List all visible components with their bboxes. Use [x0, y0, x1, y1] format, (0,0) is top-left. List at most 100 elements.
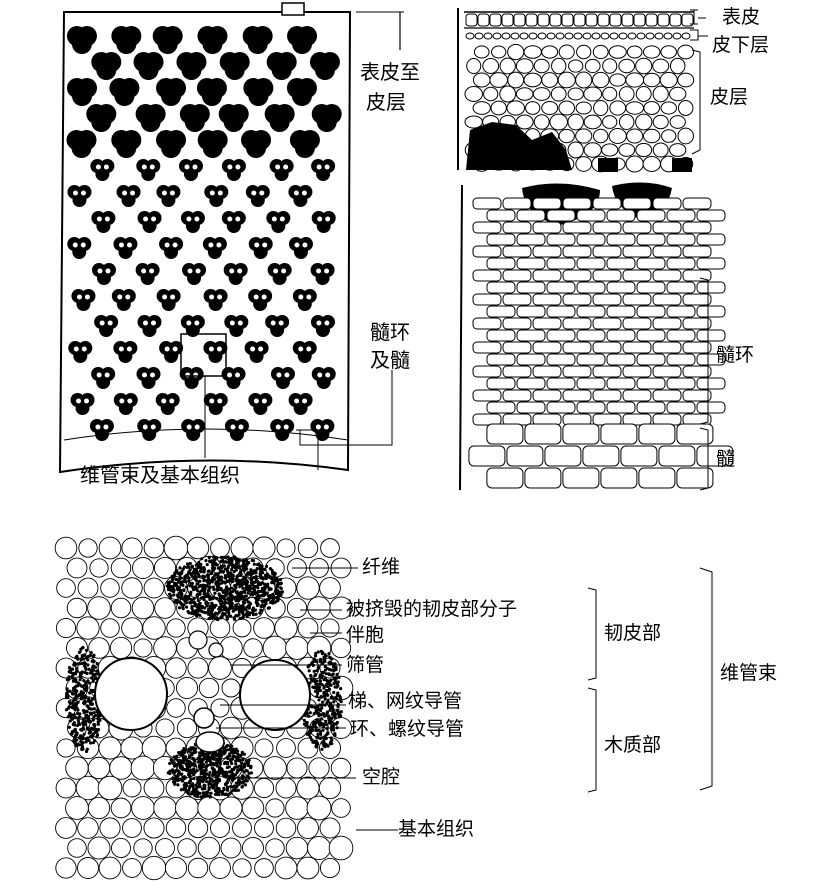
bundle-blob [137, 315, 162, 337]
bundle-blob [245, 185, 270, 207]
bundle-blob [66, 78, 97, 106]
bundle-blob [66, 26, 97, 54]
bundle-blob [178, 159, 203, 181]
bundle-blob [202, 237, 227, 259]
bundle-blob [94, 315, 119, 337]
label-xylem: 木质部 [604, 734, 662, 756]
left-vessel [94, 657, 168, 731]
bundle-blob [137, 211, 162, 233]
label-vascular-bundle: 维管束 [720, 662, 778, 684]
bundle-blob [288, 237, 313, 259]
bundle-blob [242, 26, 273, 54]
bundle-blob [179, 367, 204, 389]
bundle-blob [66, 130, 97, 158]
label-cavity: 空腔 [362, 766, 401, 788]
bundle-blob [311, 367, 336, 389]
bundle-blob [109, 78, 140, 106]
right-vessel [239, 659, 311, 731]
bundle-blob [286, 78, 317, 106]
bundle-blob [67, 237, 92, 259]
bundle-blob [224, 419, 249, 441]
bundle-blob [181, 419, 206, 441]
bundle-blob [270, 419, 295, 441]
bundle-blob [179, 104, 210, 132]
bundle-blob [155, 393, 180, 415]
label-epidermis-to-cortex-line1: 表皮至 [360, 60, 420, 84]
bundle-blob [91, 211, 116, 233]
bundle-blob [111, 26, 142, 54]
bundle-blob [67, 185, 92, 207]
label-scalariform-reticulate-vessel: 梯、网纹导管 [348, 690, 463, 712]
bundle-blob [113, 393, 138, 415]
bundle-blob [287, 26, 318, 54]
bundle-blob [136, 159, 161, 181]
bundle-blob [244, 341, 269, 363]
bundle-blob [221, 211, 246, 233]
bundle-blob [266, 211, 291, 233]
bundle-blob [68, 341, 93, 363]
bundle-blob [289, 130, 320, 158]
bundle-blob [310, 263, 335, 285]
bundle-blob [248, 237, 273, 259]
label-annular-spiral-vessel: 环、螺纹导管 [350, 718, 465, 740]
bundle-blob [292, 289, 317, 311]
label-ground-tissue: 基本组织 [398, 818, 475, 840]
bundle-blob [159, 237, 184, 259]
bundle-blob [241, 130, 272, 158]
bundle-blob [86, 104, 117, 132]
bundle-blob [89, 419, 114, 441]
label-pith: 髓 [716, 448, 736, 470]
bundle-blob [111, 289, 136, 311]
vascular-bundle-panel [54, 535, 713, 881]
bundle-blob [288, 393, 313, 415]
bundle-blob [137, 419, 162, 441]
bundle-blob [203, 341, 228, 363]
bundle-blob [91, 52, 122, 80]
label-phloem: 韧皮部 [604, 622, 662, 644]
bundle-blob [224, 315, 249, 337]
bundle-blob [248, 393, 273, 415]
bundle-blob [176, 52, 207, 80]
label-hypodermis: 皮下层 [712, 34, 770, 56]
bundle-blob [266, 52, 297, 80]
bundle-blob [270, 367, 295, 389]
stem-overview-panel [58, 2, 404, 474]
bundle-blob [221, 367, 246, 389]
bundle-blob [156, 78, 187, 106]
bundle-blob [218, 104, 249, 132]
bundle-blob [267, 263, 292, 285]
bundle-blob [180, 211, 205, 233]
bundle-blob [113, 341, 138, 363]
bundle-blob [311, 104, 342, 132]
bundle-blob [221, 159, 246, 181]
bundle-blob [133, 52, 164, 80]
bundle-blob [264, 104, 295, 132]
label-pith-ring: 髓环 [716, 344, 755, 366]
bundle-blob [248, 289, 273, 311]
label-sieve-tube: 筛管 [346, 654, 385, 676]
bundle-blob [309, 52, 340, 80]
bundle-blob [116, 185, 141, 207]
bundle-blob [269, 159, 294, 181]
label-fiber: 纤维 [362, 556, 401, 578]
label-pith-ring-and-pith-line2: 及髓 [370, 348, 410, 372]
bundle-blob [91, 367, 116, 389]
bundle-blob [152, 26, 183, 54]
bundle-blob [135, 104, 166, 132]
bundle-blob [219, 52, 250, 80]
tissue-layers-panel [457, 8, 734, 491]
bundle-blob [90, 159, 115, 181]
label-cortex: 皮层 [710, 86, 749, 108]
bundle-blob [156, 130, 187, 158]
bundle-blob [311, 211, 336, 233]
bundle-blob [204, 185, 229, 207]
bundle-blob [159, 341, 184, 363]
bundle-blob [71, 289, 96, 311]
bundle-blob [113, 237, 138, 259]
label-epidermis-to-cortex-line2: 皮层 [366, 90, 406, 114]
bundle-blob [156, 289, 181, 311]
label-pith-ring-and-pith-line1: 髓环 [370, 320, 410, 344]
bundle-blob [197, 130, 228, 158]
bundle-blob [70, 393, 95, 415]
